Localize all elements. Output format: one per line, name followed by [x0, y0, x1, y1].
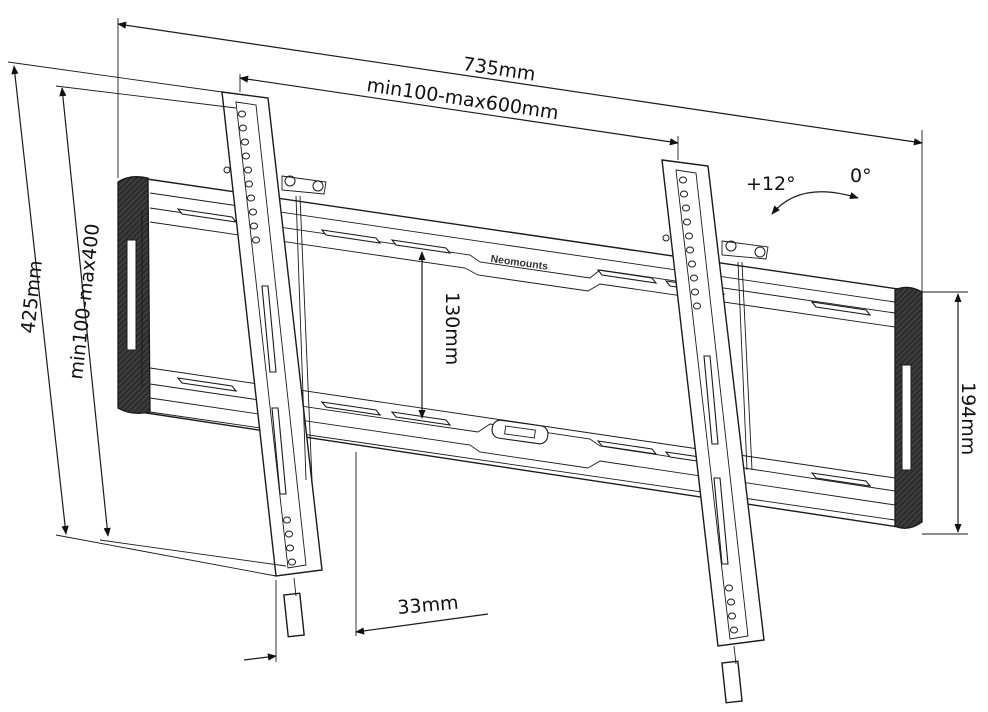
tilt-indicator: +12° 0°	[746, 165, 872, 215]
dimension-rail-spacing: 130mm	[418, 251, 463, 419]
plate-height-label: 194mm	[957, 382, 979, 455]
right-tv-arm	[661, 159, 769, 704]
rail-spacing-label: 130mm	[441, 292, 463, 365]
vesa-height-label: min100-max400	[65, 222, 104, 380]
tilt-angle-label: +12°	[746, 173, 796, 195]
dimension-wall-distance: 33mm	[243, 452, 489, 662]
wall-distance-label: 33mm	[397, 592, 460, 619]
flat-angle-label: 0°	[850, 165, 872, 187]
tilt-arc-icon	[771, 191, 859, 215]
right-arm-holes	[679, 176, 738, 634]
left-safety-lock	[283, 592, 305, 638]
right-end-cap	[894, 286, 923, 529]
left-end-cap	[117, 176, 151, 414]
dimension-plate-height: 194mm	[922, 291, 979, 535]
left-arm-latch	[223, 166, 327, 481]
right-safety-lock	[721, 660, 743, 704]
right-arm-latch	[662, 234, 769, 471]
dimension-vesa-width: min100-max600mm	[239, 74, 679, 160]
